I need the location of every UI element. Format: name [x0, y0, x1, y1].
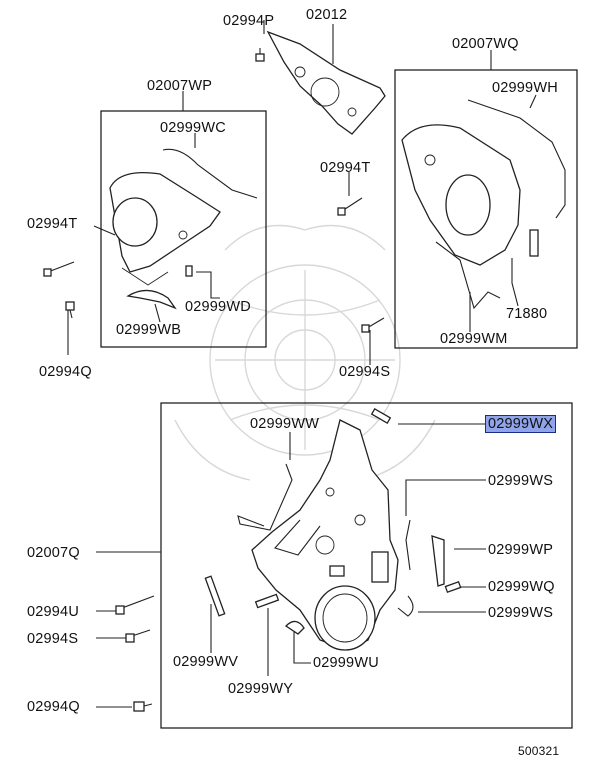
- callout-02999WU[interactable]: 02999WU: [313, 655, 379, 671]
- frame-02007Q: [160, 402, 573, 729]
- callout-02999WP[interactable]: 02999WP: [488, 542, 554, 558]
- callout-02994P[interactable]: 02994P: [223, 13, 275, 29]
- bolt-02994Q-left: [65, 301, 75, 319]
- callout-02999WC[interactable]: 02999WC: [160, 120, 226, 136]
- callout-02994Q-bottom[interactable]: 02994Q: [27, 699, 80, 715]
- callout-02999WX-highlighted[interactable]: 02999WX: [485, 415, 557, 433]
- bolt-02994Q-bottom: [133, 701, 153, 712]
- callout-02999WY[interactable]: 02999WY: [228, 681, 294, 697]
- callout-02994U[interactable]: 02994U: [27, 604, 79, 620]
- callout-02999WV[interactable]: 02999WV: [173, 654, 239, 670]
- callout-02994T-mid[interactable]: 02994T: [320, 160, 371, 176]
- part-02007Q-lower-cover: [204, 408, 462, 651]
- callout-02999WH[interactable]: 02999WH: [492, 80, 558, 96]
- part-02007WQ-upper-cover: [401, 99, 566, 310]
- bolt-02994U: [115, 595, 155, 615]
- callout-02999WB[interactable]: 02999WB: [116, 322, 182, 338]
- bolt-02994T-mid: [337, 197, 363, 216]
- bolt-02994S-mid: [361, 317, 385, 333]
- callout-71880[interactable]: 71880: [506, 306, 548, 322]
- callout-02999WQ[interactable]: 02999WQ: [488, 579, 555, 595]
- part-02012-rear-plate: [266, 30, 386, 135]
- callout-02999WS-bottom[interactable]: 02999WS: [488, 605, 554, 621]
- watermark-seal: [174, 224, 436, 481]
- callout-02999WM[interactable]: 02999WM: [440, 331, 508, 347]
- callout-02007WQ[interactable]: 02007WQ: [452, 36, 519, 52]
- bolt-02994T-left: [43, 261, 75, 277]
- callout-02999WD[interactable]: 02999WD: [185, 299, 251, 315]
- callout-02999WW[interactable]: 02999WW: [250, 416, 320, 432]
- callout-02994Q-top[interactable]: 02994Q: [39, 364, 92, 380]
- bolt-02994P: [255, 48, 265, 62]
- callout-02994S-mid[interactable]: 02994S: [339, 364, 391, 380]
- callout-02007WP[interactable]: 02007WP: [147, 78, 213, 94]
- bolt-02994S-left: [125, 629, 151, 643]
- part-02007WP-upper-cover: [109, 148, 258, 310]
- callout-02994S-left[interactable]: 02994S: [27, 631, 79, 647]
- callout-02999WS-top[interactable]: 02999WS: [488, 473, 554, 489]
- frame-02007WQ: [394, 69, 578, 349]
- diagram-footer-code: 500321: [518, 744, 560, 758]
- callout-02994T-left[interactable]: 02994T: [27, 216, 78, 232]
- callout-02007Q[interactable]: 02007Q: [27, 545, 80, 561]
- callout-02012[interactable]: 02012: [306, 7, 348, 23]
